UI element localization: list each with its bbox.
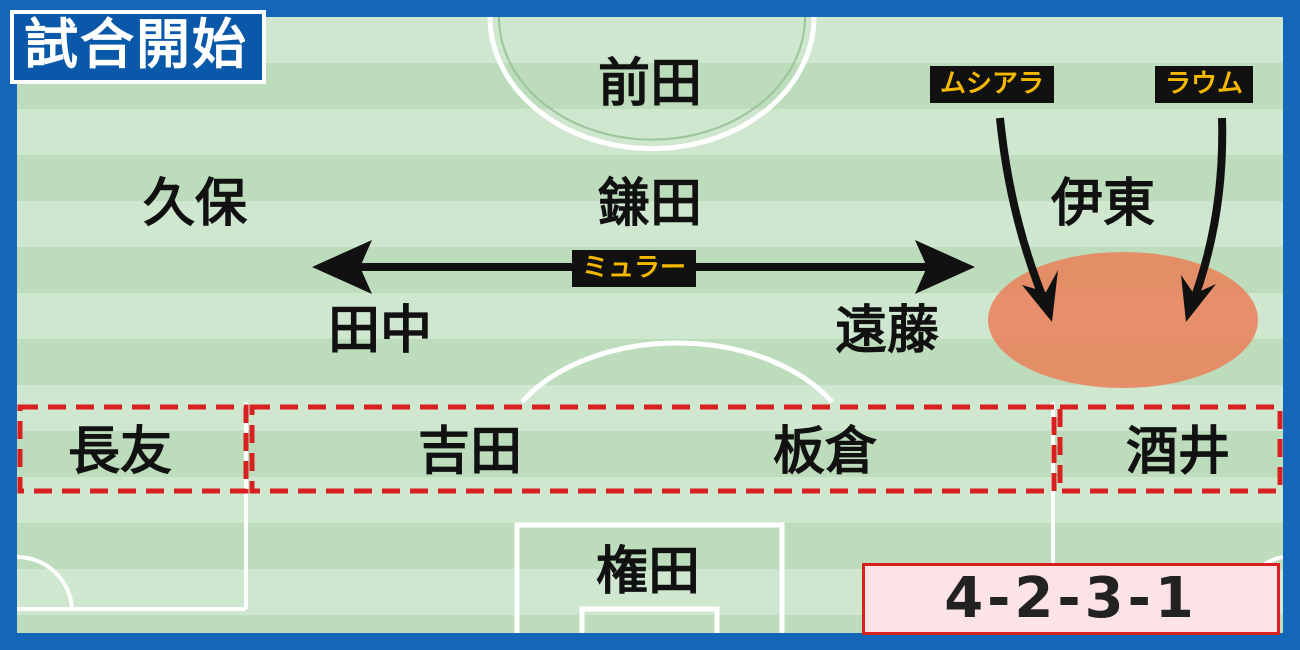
- title-badge: 試合開始: [10, 10, 266, 84]
- player-left-wing: 久保: [142, 174, 248, 234]
- defense-line-highlight: [17, 404, 1283, 494]
- player-right-back: 酒井: [1125, 422, 1231, 482]
- player-center-back-right: 板倉: [772, 422, 878, 482]
- player-attacking-mid: 鎌田: [597, 174, 703, 234]
- player-center-mid-right: 遠藤: [834, 301, 940, 361]
- formation-badge: 4-2-3-1: [862, 563, 1280, 635]
- center-circle-arc: [520, 340, 834, 404]
- player-goalkeeper: 権田: [595, 542, 701, 602]
- player-center-back-left: 吉田: [417, 422, 523, 482]
- player-center-mid-left: 田中: [327, 301, 433, 361]
- player-forward: 前田: [597, 54, 703, 114]
- top-penalty-arc-inner: [498, 17, 806, 141]
- corner-arc-left: [17, 554, 74, 610]
- opponent-label-muller: ミュラー: [572, 250, 697, 288]
- curved-arrow-raum: [1186, 117, 1227, 312]
- opponent-label-raum: ラウム: [1155, 66, 1254, 104]
- curved-arrow-musiala: [996, 117, 1052, 312]
- player-left-back: 長友: [67, 422, 173, 482]
- goal: [579, 606, 720, 633]
- arrow-head-left-icon: [312, 240, 372, 294]
- title-text: 試合開始: [24, 13, 248, 76]
- arrow-head-musiala-icon: [1022, 270, 1058, 322]
- opponent-label-musiala: ムシアラ: [930, 66, 1055, 104]
- player-right-wing: 伊東: [1050, 174, 1156, 234]
- goal-area: [514, 522, 785, 633]
- top-penalty-arc: [487, 17, 817, 152]
- danger-zone-ellipse: [988, 252, 1258, 388]
- arrow-head-raum-icon: [1181, 275, 1216, 322]
- arrow-head-right-icon: [915, 240, 975, 294]
